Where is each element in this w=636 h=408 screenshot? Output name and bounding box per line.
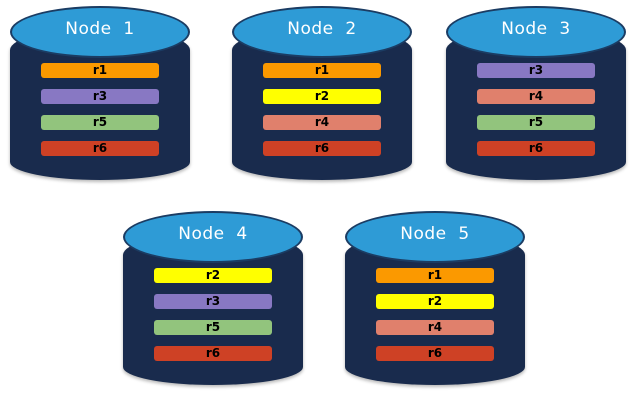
node-title: Node 1 — [65, 19, 135, 39]
replica-item-r6[interactable]: r6 — [376, 346, 494, 361]
replica-item-r2[interactable]: r2 — [376, 294, 494, 309]
cylinder-top-icon — [123, 211, 303, 263]
replica-item-r2[interactable]: r2 — [263, 89, 381, 104]
database-node-3[interactable]: Node 3 r3 r4 r5 r6 — [446, 6, 626, 188]
replica-item-r3[interactable]: r3 — [477, 63, 595, 78]
cylinder-top-icon — [232, 6, 412, 58]
database-node-2[interactable]: Node 2 r1 r2 r4 r6 — [232, 6, 412, 188]
replica-item-r6[interactable]: r6 — [41, 141, 159, 156]
replica-item-r3[interactable]: r3 — [154, 294, 272, 309]
replica-item-r5[interactable]: r5 — [41, 115, 159, 130]
database-node-5[interactable]: Node 5 r1 r2 r4 r6 — [345, 211, 525, 393]
replica-item-r1[interactable]: r1 — [263, 63, 381, 78]
replica-item-r6[interactable]: r6 — [477, 141, 595, 156]
database-node-1[interactable]: Node 1 r1 r3 r5 r6 — [10, 6, 190, 188]
replica-item-r1[interactable]: r1 — [41, 63, 159, 78]
replica-list: r2 r3 r5 r6 — [154, 268, 272, 361]
replica-item-r6[interactable]: r6 — [154, 346, 272, 361]
node-title: Node 2 — [287, 19, 357, 39]
replica-item-r3[interactable]: r3 — [41, 89, 159, 104]
replica-item-r4[interactable]: r4 — [263, 115, 381, 130]
replica-item-r2[interactable]: r2 — [154, 268, 272, 283]
node-title: Node 5 — [400, 224, 470, 244]
replica-item-r1[interactable]: r1 — [376, 268, 494, 283]
database-node-4[interactable]: Node 4 r2 r3 r5 r6 — [123, 211, 303, 393]
replica-item-r5[interactable]: r5 — [477, 115, 595, 130]
replica-list: r1 r3 r5 r6 — [41, 63, 159, 156]
cylinder-top-icon — [345, 211, 525, 263]
node-title: Node 3 — [501, 19, 571, 39]
cylinder-top-icon — [446, 6, 626, 58]
replica-item-r4[interactable]: r4 — [376, 320, 494, 335]
replica-list: r1 r2 r4 r6 — [263, 63, 381, 156]
replica-list: r3 r4 r5 r6 — [477, 63, 595, 156]
replica-item-r4[interactable]: r4 — [477, 89, 595, 104]
node-title: Node 4 — [178, 224, 248, 244]
replica-item-r5[interactable]: r5 — [154, 320, 272, 335]
cylinder-top-icon — [10, 6, 190, 58]
replica-list: r1 r2 r4 r6 — [376, 268, 494, 361]
replica-item-r6[interactable]: r6 — [263, 141, 381, 156]
